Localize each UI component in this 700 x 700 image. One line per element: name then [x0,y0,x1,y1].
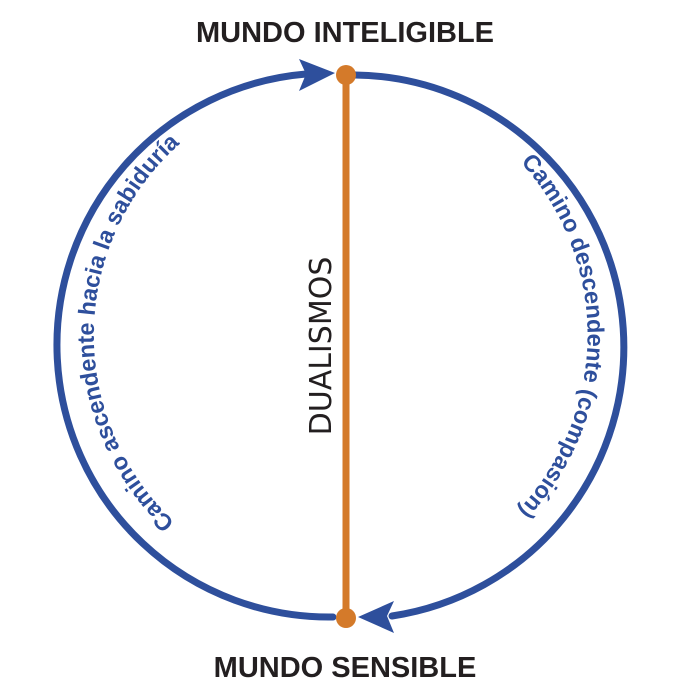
center-label: DUALISMOS [304,257,339,436]
ascending-arc [53,70,337,621]
axis-bottom-dot [336,608,356,628]
axis-top-dot [336,65,356,85]
top-heading: MUNDO INTELIGIBLE [196,17,494,49]
descending-arc [351,71,628,620]
descending-arrowhead-icon [358,601,394,633]
ascending-arrowhead-icon [299,59,335,91]
bottom-heading: MUNDO SENSIBLE [214,652,477,684]
